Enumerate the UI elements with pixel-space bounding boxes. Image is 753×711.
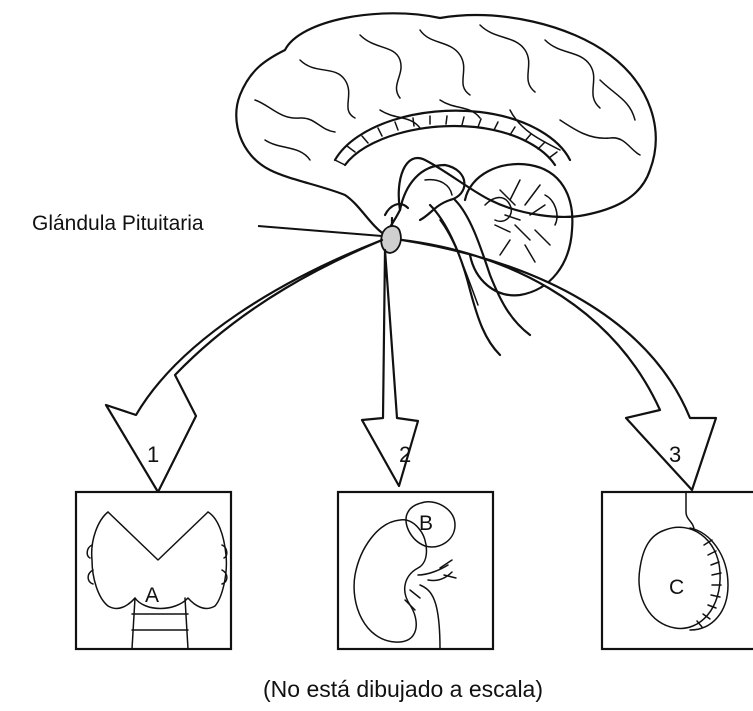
letter-a: A [145, 584, 159, 607]
brain-illustration [236, 13, 655, 355]
box-a [76, 492, 231, 649]
letter-b: B [419, 512, 433, 535]
box-b [338, 492, 493, 649]
pituitary-gland [381, 226, 401, 253]
pituitary-leader-line [258, 226, 382, 236]
arrow-3-number: 3 [669, 442, 681, 467]
arrow-1-number: 1 [147, 442, 159, 467]
box-c [602, 492, 753, 649]
arrow-2-number: 2 [399, 442, 411, 467]
letter-c: C [669, 576, 684, 599]
pituitary-label: Glándula Pituitaria [32, 212, 204, 235]
scale-caption: (No está dibujado a escala) [263, 676, 543, 702]
